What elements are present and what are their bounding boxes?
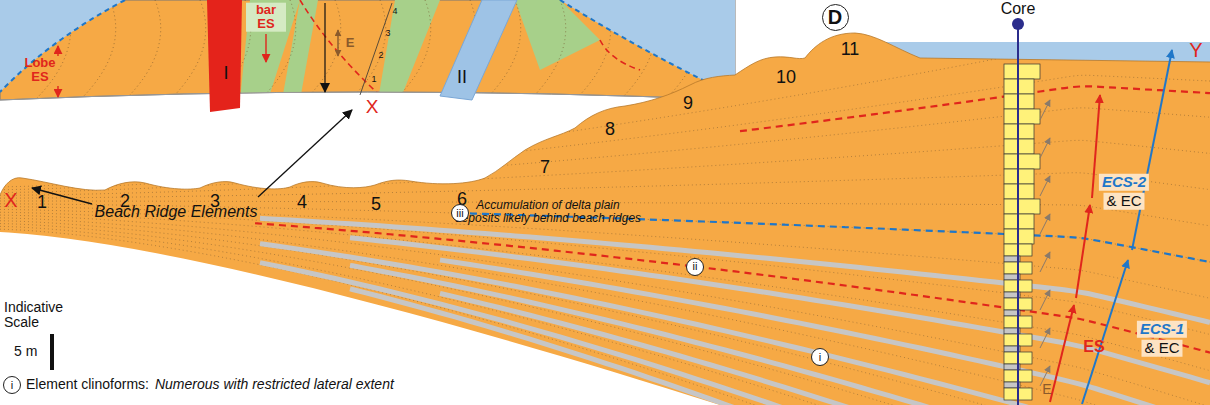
marker-text: i [819, 352, 821, 363]
dip-section [0, 18, 1210, 405]
surface-marker: i [811, 348, 829, 366]
surface-label: ECS-1 [1137, 321, 1187, 338]
legend-text: Element clinoforms: [26, 377, 149, 392]
callout-number: 2 [378, 51, 383, 61]
grey-arrow [1040, 252, 1050, 272]
section-end: Y [1189, 39, 1202, 61]
surface-label: & EC [1141, 340, 1182, 357]
surface-label: ECS-2 [1099, 174, 1149, 191]
callout-text: Beach Ridge Elements [95, 203, 258, 221]
bar-label: I [223, 64, 228, 84]
scale-value: 5 m [14, 344, 37, 359]
ridge-number: 1 [37, 193, 47, 213]
fan-line [530, 0, 566, 100]
fan-line [125, 0, 161, 100]
section-end: X [4, 189, 17, 211]
clinoform-line [0, 43, 1210, 187]
element-label: E [346, 36, 355, 50]
ridge-number: 7 [540, 158, 550, 178]
marker-text: i [11, 380, 13, 391]
core-label: Core [1001, 0, 1036, 18]
mud-band [440, 260, 1210, 405]
bar-label: II [457, 68, 467, 88]
grey-arrow [1040, 176, 1050, 196]
panel-letter: D [822, 4, 849, 31]
legend-text: Numerous with restricted lateral extent [155, 377, 394, 392]
fan-line [395, 0, 431, 100]
clinoform-line [0, 218, 1210, 405]
clinoform-line [0, 226, 1210, 405]
clinoform-line [0, 75, 1210, 189]
core-bed [1004, 154, 1040, 169]
fan-line [350, 0, 386, 100]
mud-band [260, 263, 1210, 405]
top-panel [0, 0, 735, 112]
grey-arrow [1040, 290, 1050, 310]
surface-marker: ii [686, 258, 704, 276]
ridge-number: 2 [120, 192, 130, 212]
surface-label: & EC [1103, 193, 1144, 210]
core-bed [1004, 199, 1040, 214]
ridge-number: 11 [841, 40, 860, 60]
grey-arrow [1040, 214, 1050, 234]
marker-text: iii [456, 208, 463, 219]
core-bed [1004, 109, 1040, 124]
callout-number: 4 [392, 7, 397, 17]
scale-label: Indicative Scale [4, 300, 76, 331]
callout-number: 1 [371, 75, 376, 85]
ridge-number: 10 [776, 68, 796, 88]
clinoform-line [0, 224, 1210, 405]
ridge-number: 4 [297, 193, 307, 213]
clinoform-line [0, 221, 1210, 405]
marker-text: D [828, 7, 842, 27]
section-end: X [366, 97, 379, 118]
fan-line [170, 0, 206, 100]
ridge-number: 8 [605, 120, 615, 140]
element-label: E [1042, 382, 1051, 397]
clinoform-line [0, 209, 1210, 334]
mud-band [260, 244, 1210, 405]
surface-label: Lobe ES [20, 56, 60, 85]
surface-label: bar ES [246, 3, 286, 32]
marker-text: ii [693, 261, 698, 272]
surface-line [740, 86, 1210, 131]
legend-marker: i [3, 376, 21, 394]
grey-arrow [1040, 138, 1050, 158]
mud-band [350, 289, 1210, 405]
clinoform-line [0, 108, 1210, 193]
ridge-number: 3 [210, 192, 220, 212]
grey-arrow [1040, 100, 1050, 120]
clinoform-line [0, 212, 1210, 370]
grey-arrow [1040, 328, 1050, 348]
surface-label: ES [1083, 338, 1104, 356]
ridge-number: 5 [371, 195, 381, 215]
ridge-number: 9 [683, 94, 693, 114]
clinoform-line [0, 215, 1210, 405]
note-text: Accumulation of delta plain deposits lik… [453, 199, 643, 225]
callout-number: 3 [385, 29, 390, 39]
core-bed [1004, 64, 1040, 79]
